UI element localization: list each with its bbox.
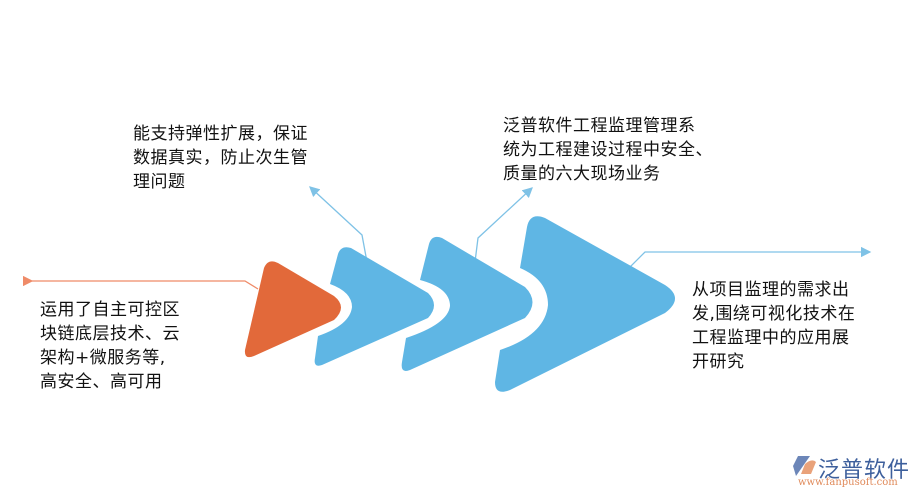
- label-top-left: 能支持弹性扩展，保证 数据真实，防止次生管 理问题: [133, 122, 308, 194]
- label-line: 发,围绕可视化技术在: [692, 304, 856, 324]
- stage-4-arrow: [495, 216, 675, 392]
- label-line: 块链底层技术、云: [40, 324, 180, 344]
- label-line: 数据真实，防止次生管: [133, 148, 308, 168]
- connector-left: [22, 275, 259, 290]
- label-top-right: 泛普软件工程监理管理系 统为工程建设过程中安全、 质量的六大现场业务: [503, 114, 713, 186]
- connector-top-right: [474, 187, 533, 263]
- logo-name: 泛普软件: [818, 458, 911, 483]
- label-line: 运用了自主可控区: [40, 300, 180, 320]
- logo-url: www.fanpusoft.com: [798, 477, 898, 488]
- label-line: 统为工程建设过程中安全、: [503, 140, 713, 160]
- label-line: 理问题: [133, 172, 186, 192]
- label-line: 工程监理中的应用展: [692, 328, 850, 348]
- label-line: 质量的六大现场业务: [503, 164, 661, 184]
- label-line: 泛普软件工程监理管理系: [503, 116, 696, 136]
- label-line: 架构+微服务等,: [40, 348, 166, 368]
- label-line: 从项目监理的需求出: [692, 280, 850, 300]
- label-right: 从项目监理的需求出 发,围绕可视化技术在 工程监理中的应用展 开研究: [692, 278, 855, 374]
- label-left: 运用了自主可控区 块链底层技术、云 架构+微服务等, 高安全、高可用: [40, 298, 180, 394]
- stage-1-arrow: [244, 261, 341, 358]
- label-line: 开研究: [692, 352, 745, 372]
- stage-2-arrow: [314, 247, 434, 366]
- label-line: 高安全、高可用: [40, 372, 163, 392]
- connector-right: [629, 246, 872, 268]
- connector-top-left: [309, 186, 368, 263]
- label-line: 能支持弹性扩展，保证: [133, 124, 308, 144]
- brand-logo: 泛普软件 www.fanpusoft.com: [790, 452, 915, 492]
- stage-3-arrow: [401, 236, 533, 371]
- logo-icon: [793, 456, 816, 476]
